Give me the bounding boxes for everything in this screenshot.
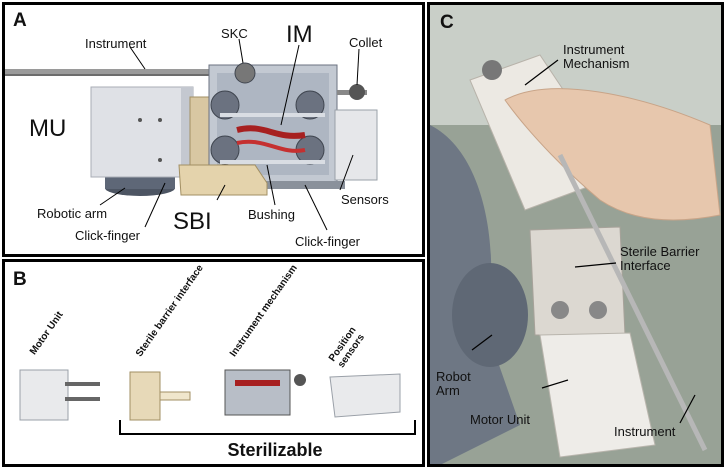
sterile-barrier-interface-body [529, 226, 626, 336]
motor-unit-pin [65, 397, 100, 401]
label-sbi: SBI [173, 208, 212, 235]
robotic-arm-top [105, 177, 175, 189]
sbi-part [129, 371, 161, 421]
skc-gear [234, 62, 256, 84]
im-part-screw [235, 380, 280, 386]
instrument-rod [557, 153, 708, 452]
label-instrument-mechanism: Instrument Mechanism [563, 42, 630, 72]
motor-unit-block [90, 86, 194, 178]
label-motor-unit: Motor Unit [470, 412, 530, 427]
label-instrument: Instrument [85, 36, 147, 51]
screw-hole [158, 158, 162, 162]
panel-c-letter: C [440, 12, 454, 33]
im-part [224, 369, 291, 416]
instrument-shaft-shadow [5, 74, 235, 76]
sensors-box [334, 109, 378, 181]
label-im: IM [286, 21, 313, 48]
rod [220, 160, 325, 164]
panel-a-letter: A [13, 10, 27, 31]
label-click-finger-left: Click-finger [75, 228, 141, 243]
panel-b: B Motor Unit Sterile barrier interface I… [2, 259, 425, 467]
im-part-collet [294, 374, 306, 386]
motor-unit-pin [65, 382, 100, 386]
label-collet: Collet [349, 35, 383, 50]
sterilizable-label: Sterilizable [227, 440, 323, 460]
lead-screw [236, 125, 306, 139]
base-plate [205, 181, 345, 189]
label-sensors: Sensors [341, 192, 389, 207]
panel-c: C Instrument Mechanism Sterile Barrier I… [427, 2, 724, 467]
position-sensors-part [329, 373, 401, 418]
sbi-part-tab [159, 391, 191, 401]
label-mu: MU [29, 115, 67, 142]
panel-b-letter: B [13, 269, 27, 290]
hand [504, 88, 721, 221]
label-bushing: Bushing [248, 207, 295, 222]
motor-unit-body [539, 332, 656, 458]
instrument-shaft [5, 69, 235, 74]
motor-unit-part [19, 369, 69, 421]
label-robotic-arm: Robotic arm [37, 206, 108, 221]
lead-screw [236, 139, 306, 153]
sbi-tab [178, 164, 268, 196]
panel-b-illustration [19, 369, 416, 435]
panel-a: A Instrument SKC IM Collet MU Sensors Ro… [2, 2, 425, 257]
collet [349, 84, 365, 100]
panel-c-photo [430, 5, 721, 464]
sbi-coupler [551, 301, 569, 319]
label-skc: SKC [221, 26, 248, 41]
label-robot-arm: Robot Arm [436, 369, 471, 399]
panel-a-illustration [5, 38, 378, 231]
label-instrument-c: Instrument [614, 424, 676, 439]
sbi-coupler [589, 301, 607, 319]
instrument-mechanism-cap [482, 60, 502, 80]
sterilizable-bracket [119, 420, 416, 435]
rod [220, 113, 325, 117]
label-click-finger-right: Click-finger [295, 234, 361, 249]
screw-hole [138, 118, 142, 122]
gear [210, 135, 240, 165]
screw-hole [158, 118, 162, 122]
label-sterile-barrier-interface: Sterile Barrier Interface [620, 244, 700, 274]
robot-arm-joint [452, 263, 528, 367]
gear [295, 90, 325, 120]
gear [210, 90, 240, 120]
